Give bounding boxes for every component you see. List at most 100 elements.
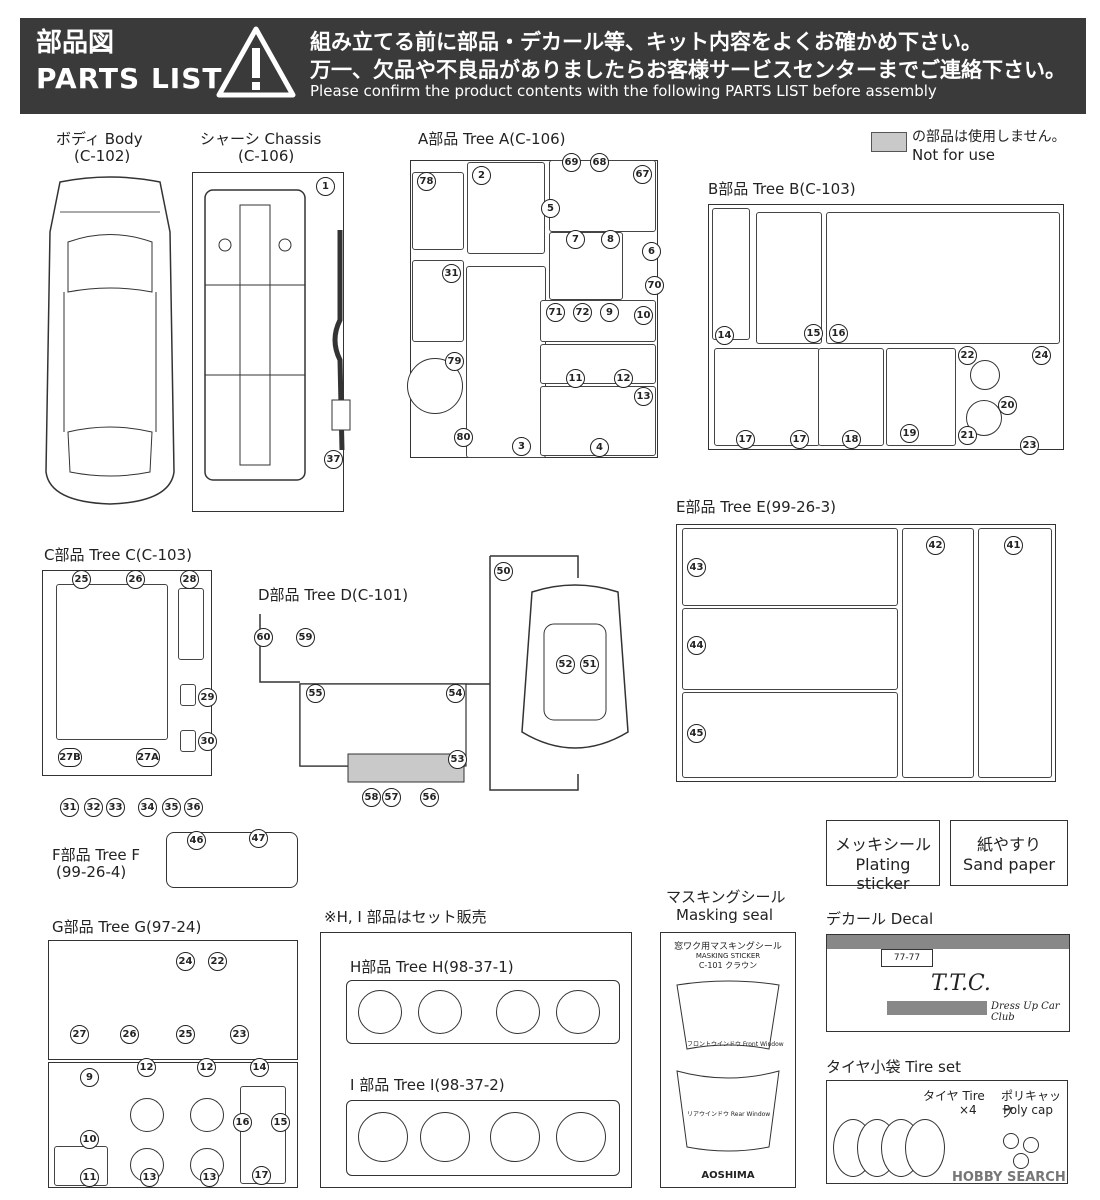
tree-f-label: F部品 Tree F: [52, 846, 141, 864]
part-number: 43: [687, 558, 706, 577]
part-30: [180, 730, 196, 752]
sheet-sub: MASKING STICKER: [695, 952, 761, 960]
part-number: 78: [417, 172, 436, 191]
tree-f-frame: [166, 832, 298, 888]
decal-top-strip: [827, 935, 1069, 949]
legend-jp: の部品は使用しません。: [912, 129, 1066, 145]
tree-i-label: I 部品 Tree I(98-37-2): [350, 1076, 505, 1094]
masking-jp: マスキングシール: [666, 888, 786, 906]
header-line-3: Please confirm the product contents with…: [310, 82, 937, 100]
part-number: 13: [634, 387, 653, 406]
part-43-cell: [682, 528, 898, 606]
exhaust-part: [331, 230, 351, 451]
part-number: 27A: [136, 748, 160, 767]
part-number: 9: [80, 1068, 99, 1087]
part-number: 17: [252, 1166, 271, 1185]
body-label: ボディ Body: [56, 130, 143, 148]
sandpaper-en: Sand paper: [963, 855, 1055, 874]
part-number: 72: [573, 303, 592, 322]
plating-jp: メッキシール: [834, 835, 931, 854]
wheel-rim-part: [420, 1112, 470, 1162]
part-number: 13: [200, 1168, 219, 1187]
polycap-part: [1023, 1137, 1039, 1153]
part-number: 1: [316, 177, 335, 196]
part-number: 37: [324, 450, 343, 469]
part-41-cell: [978, 528, 1052, 778]
part-19-shaded: [886, 348, 956, 446]
tire-set-label: タイヤ小袋 Tire set: [826, 1058, 961, 1076]
part-number: 31: [442, 264, 461, 283]
part-number: 23: [1020, 436, 1039, 455]
part-number: 52: [556, 655, 575, 674]
title-en: PARTS LIST: [36, 62, 223, 95]
part-number: 35: [162, 798, 181, 817]
polycap-en: Poly cap: [1003, 1103, 1053, 1117]
tree-g-label: G部品 Tree G(97-24): [52, 918, 202, 936]
door-panel-parts: [56, 584, 168, 740]
part-number: 29: [198, 688, 217, 707]
part-number: 54: [446, 684, 465, 703]
sheet-title: 窓ワク用マスキングシール: [674, 942, 782, 952]
part-number: 12: [614, 369, 633, 388]
legend-en: Not for use: [912, 146, 995, 164]
part-number: 41: [1004, 536, 1023, 555]
tire-part: [905, 1119, 945, 1177]
part-number: 23: [230, 1025, 249, 1044]
wheel-rim-part: [358, 1112, 408, 1162]
tree-c-label: C部品 Tree C(C-103): [44, 546, 192, 564]
wheel-part: [496, 990, 540, 1034]
part-number: 27B: [58, 748, 82, 767]
wheel-rim-part: [556, 1112, 606, 1162]
part-number: 21: [958, 426, 977, 445]
polycap-part: [1003, 1133, 1019, 1149]
part-number: 46: [187, 831, 206, 850]
wheel-rim-part: [490, 1112, 540, 1162]
part-number: 16: [233, 1113, 252, 1132]
part-number: 26: [120, 1025, 139, 1044]
part-number: 67: [633, 165, 652, 184]
part-number: 8: [601, 230, 620, 249]
body-code: (C-102): [74, 147, 131, 165]
tree-b-label: B部品 Tree B(C-103): [708, 180, 856, 198]
front-window-label: フロントウインドウ Front Window: [687, 1041, 784, 1048]
part-number: 68: [590, 153, 609, 172]
part-number: 69: [562, 153, 581, 172]
part-number: 7: [566, 230, 585, 249]
part-number: 17: [736, 430, 755, 449]
part-number: 19: [900, 424, 919, 443]
chassis-code: (C-106): [238, 147, 295, 165]
car-body-outline: [45, 176, 175, 505]
tree-d-label: D部品 Tree D(C-101): [258, 586, 409, 604]
part-50-floor-tub: [521, 584, 629, 749]
part-number: 28: [180, 570, 199, 589]
rear-window-label: リアウインドウ Rear Window: [687, 1111, 771, 1118]
tree-e-label: E部品 Tree E(99-26-3): [676, 498, 836, 516]
sandpaper-box: 紙やすり Sand paper: [950, 820, 1068, 886]
set-note: ※H, I 部品はセット販売: [324, 908, 487, 926]
wheel-part: [418, 990, 462, 1034]
decal-sheet: 77-77 T.T.C. Dress Up Car Club: [826, 934, 1070, 1032]
masking-sheet: 窓ワク用マスキングシール MASKING STICKER C-101 クラウン …: [660, 932, 796, 1188]
part-number: 45: [687, 724, 706, 743]
aoshima-logo: AOSHIMA: [701, 1170, 755, 1181]
part-number: 36: [184, 798, 203, 817]
part-number: 55: [306, 684, 325, 703]
sheet-code: C-101 クラウン: [698, 961, 758, 970]
part-number: 70: [645, 276, 664, 295]
part-14-shaded: [712, 208, 750, 340]
chassis-part: [204, 189, 306, 481]
part-number: 56: [420, 788, 439, 807]
part-number: 25: [72, 570, 91, 589]
wheel-part: [556, 990, 600, 1034]
part-22-round: [970, 360, 1000, 390]
decal-label: デカール Decal: [826, 910, 934, 928]
part-number: 24: [1032, 346, 1051, 365]
plating-sticker-box: メッキシール Plating sticker: [826, 820, 940, 893]
part-45-cell: [682, 692, 898, 778]
part-number: 10: [80, 1130, 99, 1149]
plating-en: Plating sticker: [855, 855, 911, 893]
part-number: 24: [176, 952, 195, 971]
part-number: 32: [84, 798, 103, 817]
part-number: 6: [642, 242, 661, 261]
part-15-dashboard: [756, 212, 822, 344]
